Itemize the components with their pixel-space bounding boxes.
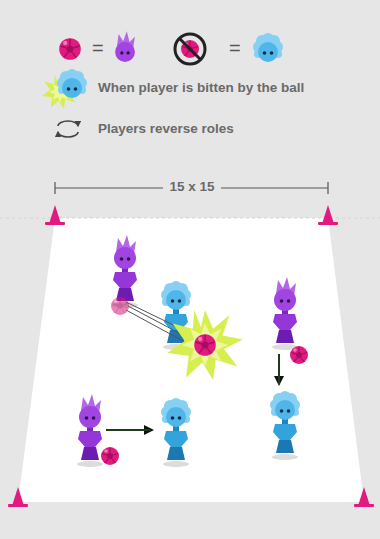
legend-text: When player is bitten by the ball <box>98 80 304 96</box>
legend-text: Players reverse roles <box>98 121 234 137</box>
equals-sign: = <box>92 36 104 60</box>
field-dimension: 15 x 15 <box>163 179 220 195</box>
equals-sign: = <box>229 36 241 60</box>
